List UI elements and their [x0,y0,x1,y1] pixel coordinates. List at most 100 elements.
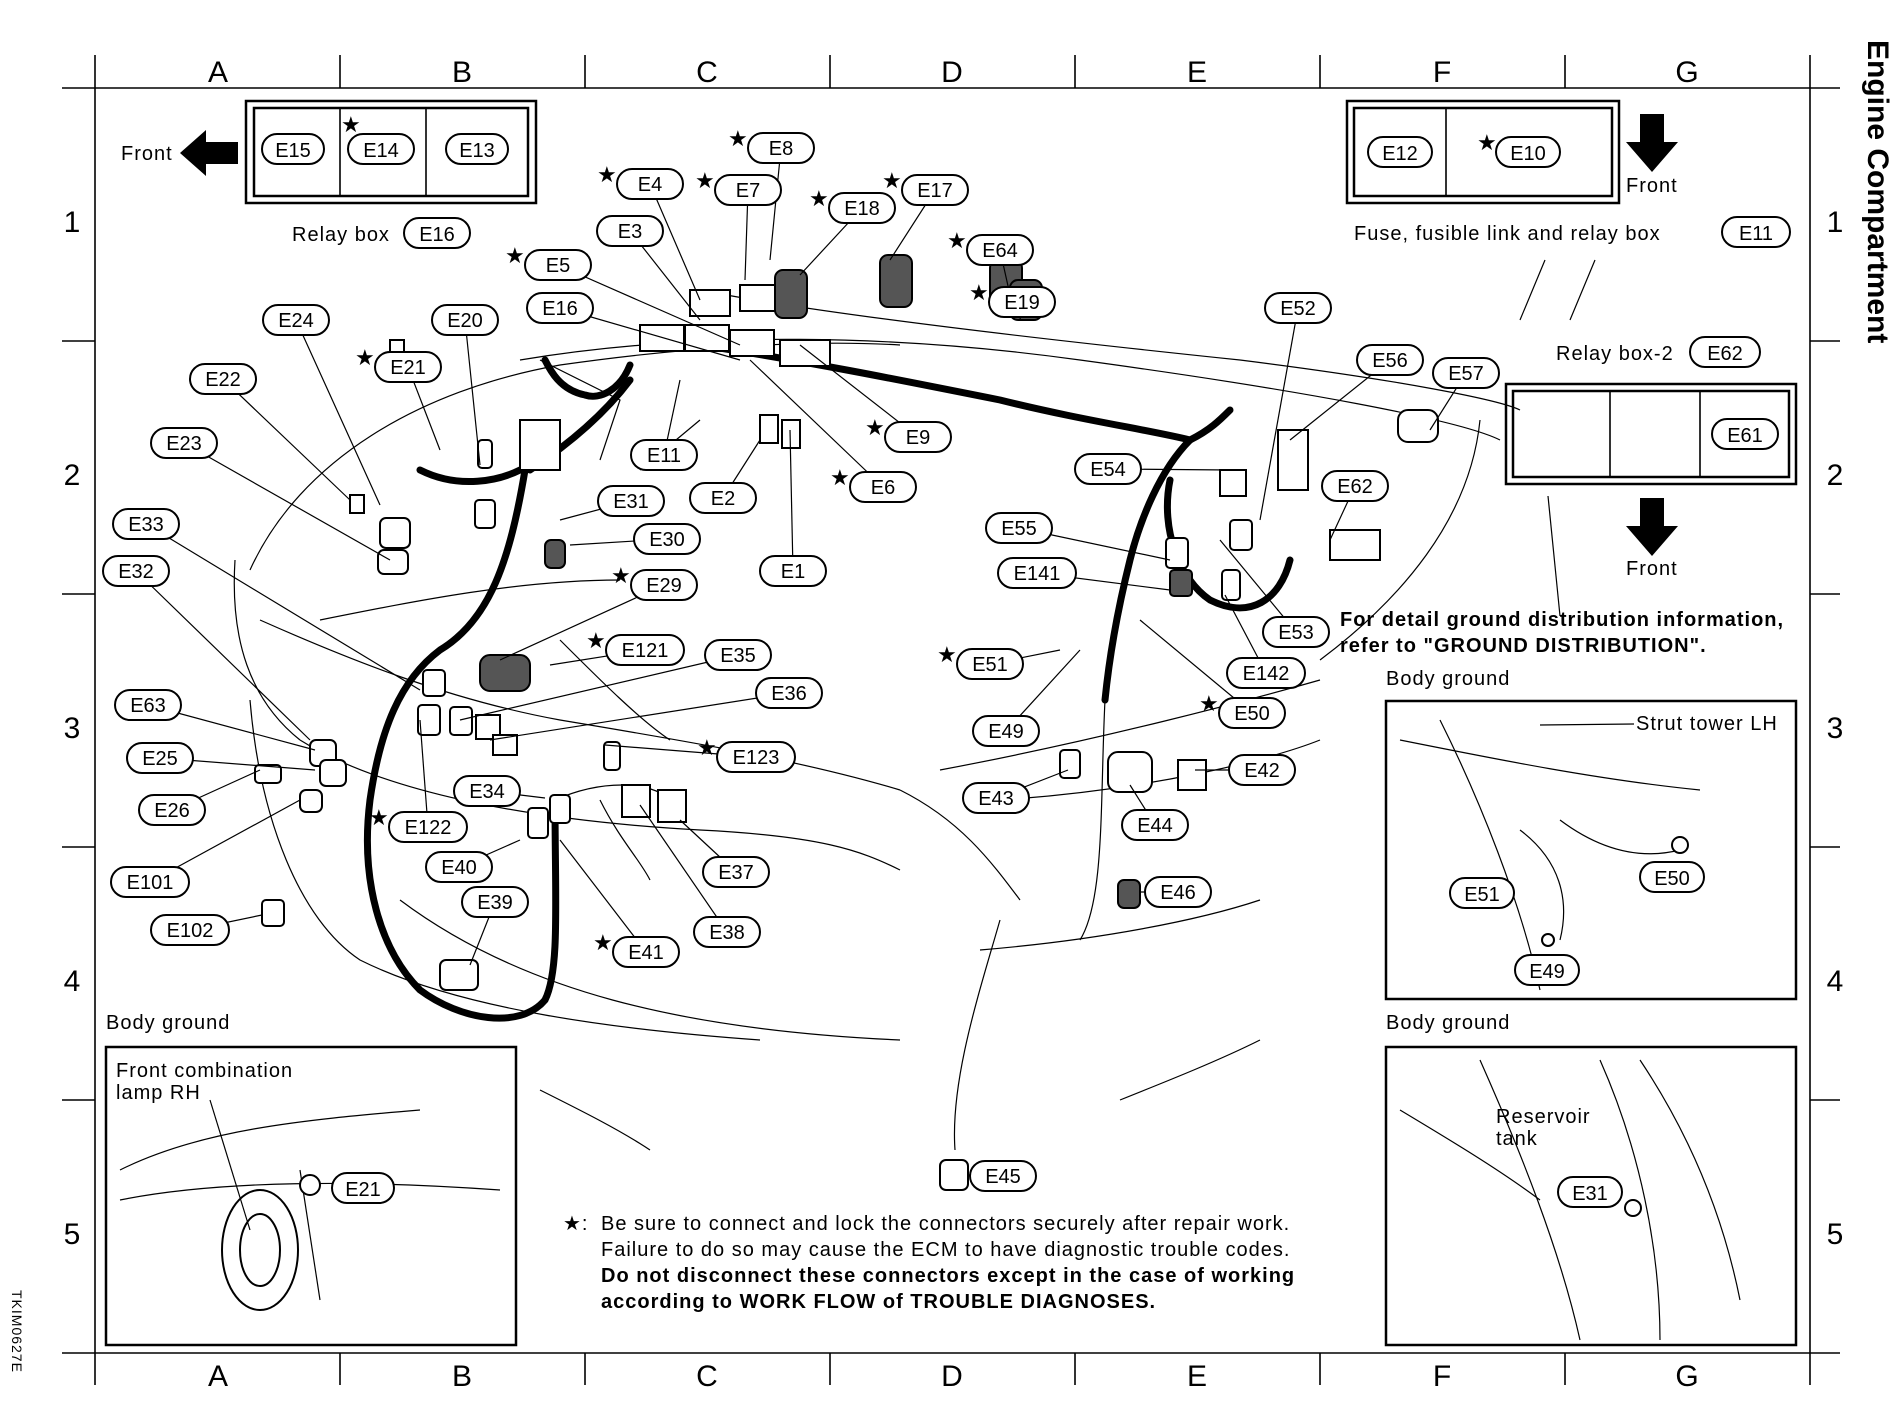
connector-pill [102,555,170,587]
connector-callout-e53: E53 [1219,539,1330,648]
connector-label: E37 [718,862,754,884]
connector-callout-e49: E49 [972,649,1081,747]
connector-pill [689,482,757,514]
star-icon: ★ [809,186,829,211]
connector-label: E8 [769,138,793,160]
connector-callout-e23: E23 [150,427,391,561]
relay-box: E15 ★ E14 E13 Front Relay box E16 [121,99,538,249]
inset-connector-label: E31 [1572,1183,1608,1205]
relay-box-2-connector: E62 [1707,343,1743,365]
connector-label: E26 [154,800,190,822]
leader-line [559,839,647,953]
connector-callout-e22: E22 [189,363,351,501]
connector-callout-e63: E63 [114,689,316,751]
relay-box-label: Relay box [292,224,390,246]
col-label-bottom: G [1675,1360,1698,1393]
relay-box-connector: E16 [419,224,455,246]
connector-label: E36 [771,683,807,705]
col-label-top: D [941,56,963,89]
front-arrow-left-icon [180,130,238,176]
connector-label: E54 [1090,459,1126,481]
connector-callout-e16: E16 [526,292,741,361]
connector-label: E43 [978,788,1014,810]
connector-pill [966,234,1034,266]
col-label-bottom: B [452,1360,472,1393]
connector-pill [597,485,665,517]
connector-label: E3 [618,221,642,243]
connector-callout-e30: E30 [569,523,701,555]
front-arrow-down-icon [1626,498,1678,556]
connector-pill [988,286,1056,318]
connector-label: E38 [709,922,745,944]
connector-callout-e21: E21★ [355,345,442,451]
connector-callout-e39: E39 [461,886,529,966]
footnote-star: ★: [563,1213,589,1235]
connector-label: E1 [781,561,805,583]
ground-note-line: For detail ground distribution informati… [1340,609,1784,631]
star-icon: ★ [355,345,375,370]
connector-pill [138,794,206,826]
connector-callout-e26: E26 [138,769,261,826]
connector-pill [526,292,594,324]
connector-pill [693,916,761,948]
relay-box-front-label: Front [121,143,173,165]
connector-callout-e122: E122★ [369,719,468,843]
connector-label: E41 [628,942,664,964]
connector-label: E53 [1278,622,1314,644]
star-icon: ★ [947,228,967,253]
inset-lamp-label: lamp RH [116,1082,201,1104]
connector-pill [630,439,698,471]
leader-line [489,692,790,741]
connector-callout-e64: E64★ [947,228,1034,296]
connector-label: E102 [167,920,214,942]
row-label-left: 2 [64,459,81,492]
inset-body-ground-label: Body ground [1386,1012,1510,1034]
leader-line [557,264,741,346]
star-icon: ★ [1477,130,1497,155]
star-icon: ★ [882,168,902,193]
footnote: ★: Be sure to connect and lock the conne… [563,1213,1294,1313]
col-label-top: A [208,56,228,89]
star-icon: ★ [865,415,885,440]
col-label-top: G [1675,56,1698,89]
leader-line [183,442,391,561]
star-icon: ★ [586,628,606,653]
connector-label: E19 [1004,292,1040,314]
star-icon: ★ [830,465,850,490]
connector-pill [1432,357,1500,389]
connector-callout-e20: E20 [431,304,499,466]
connector-callout-e62: E62 [1321,470,1389,541]
row-label-right: 5 [1827,1218,1844,1251]
row-label-left: 1 [64,206,81,239]
connector-callout-e25: E25 [126,742,316,774]
connector-pill [704,639,772,671]
leader-line [135,570,311,741]
connector-label: E40 [441,857,477,879]
connector-pill [985,512,1053,544]
star-icon: ★ [593,930,613,955]
connector-callout-e5: E5★ [505,243,741,346]
connector-label: E141 [1014,563,1061,585]
star-icon: ★ [728,126,748,151]
connector-pill [612,936,680,968]
connector-label: E122 [405,817,452,839]
connector-label: E17 [917,180,953,202]
connector-callout-e37: E37 [679,819,770,888]
connector-pill [1321,470,1389,502]
fuse-box-connector: E11 [1739,223,1773,245]
connector-label: E51 [972,654,1008,676]
inset-body-ground-label: Body ground [106,1012,230,1034]
connector-pill [189,363,257,395]
connector-pill [759,555,827,587]
leader-line [769,147,782,261]
connector-pill [969,1160,1037,1192]
relay-box-2-slot: E61 [1727,425,1763,447]
leader-line [464,319,481,466]
row-label-right: 1 [1827,206,1844,239]
connector-label: E16 [542,298,578,320]
connector-pill [1228,754,1296,786]
leader-line [459,654,739,721]
inset-reservoir-label: Reservoir [1496,1106,1591,1128]
leader-line [749,359,884,488]
